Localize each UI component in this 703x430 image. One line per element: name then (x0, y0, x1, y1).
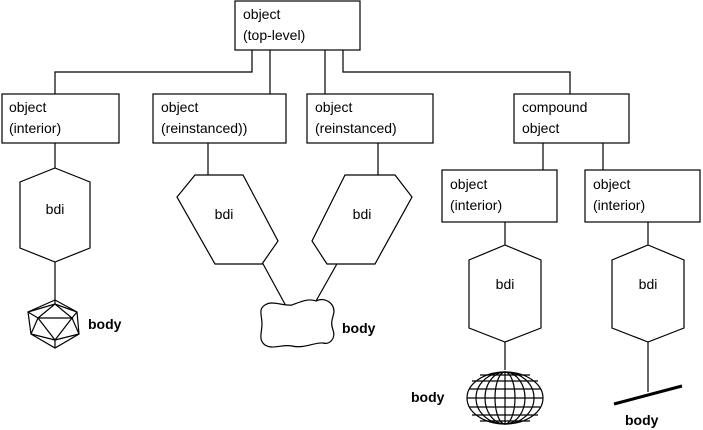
bdi-hexagon-interior-right: bdi (611, 244, 685, 343)
node-label-line1: object (315, 99, 352, 115)
node-label-line2: object (522, 120, 559, 136)
node-object-interior-left: object (interior) (1, 93, 120, 144)
bdi-label: bdi (353, 206, 372, 222)
node-label-line2: (reinstanced) (315, 120, 397, 136)
node-label-line1: object (593, 176, 630, 192)
bdi-label: bdi (639, 276, 658, 292)
bdi-label: bdi (496, 276, 515, 292)
node-object-top-level: object (top-level) (234, 0, 361, 51)
bdi-hexagon-reinstanced-2: bdi (311, 174, 413, 265)
node-label-line2: (interior) (593, 197, 645, 213)
bdi-hexagon-interior-mid: bdi (468, 244, 542, 343)
node-label-line1: compound (522, 99, 587, 115)
plane-line-icon (613, 384, 683, 406)
grid-sphere-icon (466, 371, 544, 425)
node-object-reinstanced-1: object (reinstanced)) (152, 93, 287, 144)
node-label-line1: object (243, 6, 280, 22)
node-label-line1: object (9, 99, 46, 115)
connectors (54, 50, 649, 392)
node-object-interior-mid: object (interior) (441, 169, 558, 223)
bdi-label: bdi (46, 201, 65, 217)
node-label-line2: (interior) (9, 120, 61, 136)
body-label: body (88, 316, 122, 332)
body-label: body (411, 389, 445, 405)
blob-icon (260, 299, 335, 348)
body-label: body (625, 412, 659, 428)
node-object-reinstanced-2: object (reinstanced) (306, 93, 434, 144)
node-object-interior-right: object (interior) (584, 169, 701, 223)
node-compound-object: compound object (513, 93, 630, 144)
node-label-line1: object (450, 176, 487, 192)
node-label-line2: (top-level) (243, 27, 305, 43)
body-label: body (342, 320, 376, 336)
node-label-line2: (interior) (450, 197, 502, 213)
bdi-hexagon-left: bdi (19, 167, 91, 263)
icosahedron-icon (27, 299, 80, 349)
node-label-line1: object (161, 99, 198, 115)
bdi-hexagon-reinstanced-1: bdi (176, 174, 279, 265)
node-label-line2: (reinstanced)) (161, 120, 247, 136)
bdi-label: bdi (215, 206, 234, 222)
